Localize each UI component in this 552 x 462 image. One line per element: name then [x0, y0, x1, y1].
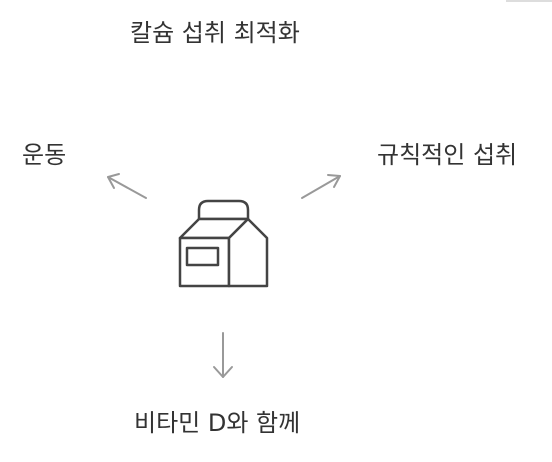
branch-label-regular-intake: 규칙적인 섭취 [377, 141, 518, 169]
branch-label-exercise: 운동 [22, 141, 67, 169]
branch-label-vitamin-d: 비타민 D와 함께 [134, 409, 301, 437]
milk-carton-icon [178, 199, 269, 288]
arrow-right [301, 174, 341, 199]
arrow-down [213, 332, 233, 378]
corner-divider [506, 0, 552, 2]
arrow-left [107, 173, 147, 199]
diagram-title: 칼슘 섭취 최적화 [130, 19, 300, 47]
